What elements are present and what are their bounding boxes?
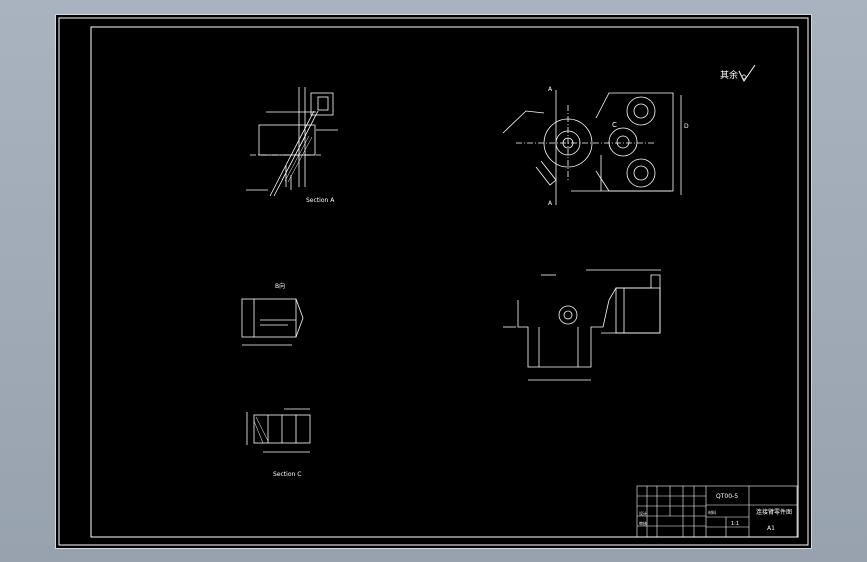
section-a-title: Section A <box>306 197 335 204</box>
sheet-size: A1 <box>767 525 775 532</box>
checked-label: 审核 <box>639 520 647 526</box>
drawn-label: 设计 <box>639 510 647 516</box>
inner-border <box>90 26 799 538</box>
outer-border <box>58 17 809 546</box>
roughness-symbol-icon <box>738 64 756 82</box>
roughness-note: 其余 <box>720 69 738 81</box>
label-d: D <box>684 123 689 130</box>
section-a-view <box>246 87 338 197</box>
main-view <box>502 90 682 205</box>
part-name: 连接臂零件图 <box>756 508 792 516</box>
drawing-viewport[interactable]: 其余 Section A <box>55 14 812 549</box>
drawing-number: QT00-5 <box>716 493 738 500</box>
section-c-view <box>246 408 311 453</box>
side-view <box>503 269 661 381</box>
view-b-title: B向 <box>275 282 285 290</box>
scale-value: 1:1 <box>731 521 739 527</box>
title-block <box>636 485 798 538</box>
label-a-bottom: A <box>548 200 553 207</box>
label-a-top: A <box>548 86 553 93</box>
view-b <box>241 298 304 346</box>
section-c-title: Section C <box>273 471 301 478</box>
cad-drawing-canvas: 其余 Section A <box>58 17 809 546</box>
material-label: 材料 <box>708 509 716 515</box>
label-c: C <box>612 121 617 129</box>
